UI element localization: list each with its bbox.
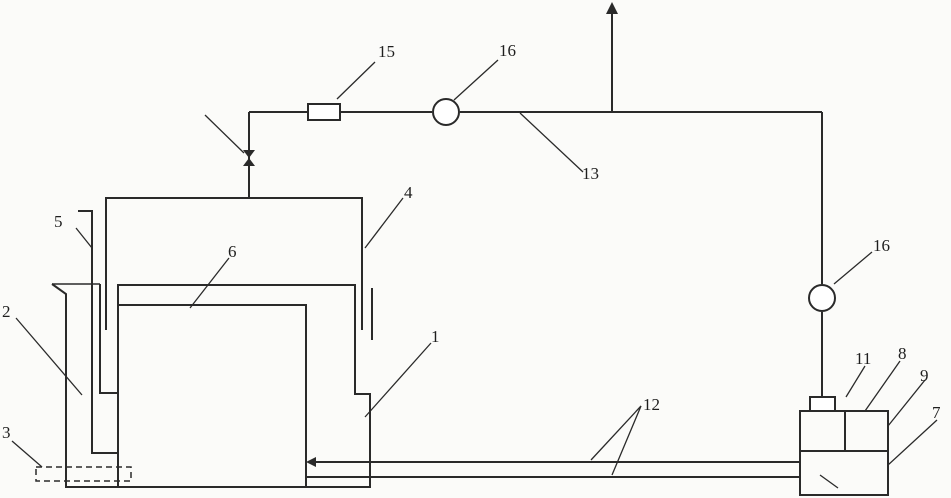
- control-cabinet: [799, 410, 889, 496]
- valve: [204, 114, 255, 166]
- label-13: 13: [582, 164, 599, 183]
- label-16-top: 16: [499, 41, 516, 60]
- label-4: 4: [404, 183, 413, 202]
- part-labels: 1 2 3 4 5 6 7 8 9 11 12 13 15 16 16: [2, 41, 941, 442]
- label-5: 5: [54, 212, 63, 231]
- label-3: 3: [2, 423, 11, 442]
- pipe-loop: [248, 111, 823, 397]
- label-1: 1: [431, 327, 440, 346]
- label-6: 6: [228, 242, 237, 261]
- dashed-tray: [35, 466, 132, 482]
- probe-rod: [78, 210, 118, 454]
- label-16-right: 16: [873, 236, 890, 255]
- label-15: 15: [378, 42, 395, 61]
- label-7: 7: [932, 403, 941, 422]
- connecting-lines: [306, 457, 800, 478]
- gauge-16-top: [432, 98, 460, 126]
- component-15: [307, 103, 341, 121]
- inner-block: [118, 304, 307, 487]
- main-tank: [117, 284, 371, 488]
- label-11: 11: [855, 349, 871, 368]
- hood-cover: [105, 197, 373, 340]
- label-8: 8: [898, 344, 907, 363]
- label-9: 9: [920, 366, 929, 385]
- gauge-16-right: [808, 284, 836, 312]
- label-2: 2: [2, 302, 11, 321]
- exhaust-arrow: [606, 2, 618, 112]
- unit-11: [809, 396, 836, 412]
- outer-trough: [51, 283, 118, 488]
- label-12: 12: [643, 395, 660, 414]
- leader-lines: [11, 59, 938, 489]
